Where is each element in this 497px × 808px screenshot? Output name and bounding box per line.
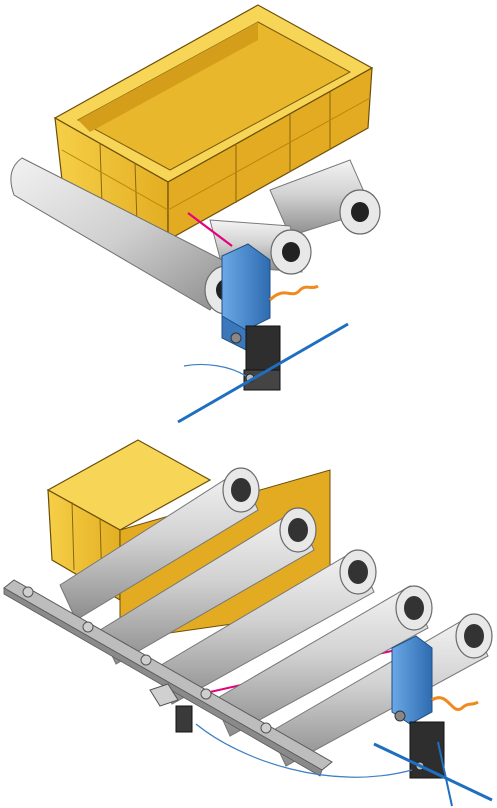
yellow-crate — [53, 4, 374, 242]
cable — [183, 363, 247, 377]
top-scene — [10, 4, 381, 424]
bolt-icon — [140, 654, 152, 666]
bottom-scene — [3, 439, 493, 807]
conveyor-roller — [59, 467, 260, 621]
cable — [195, 723, 413, 778]
mounting-rod — [177, 322, 349, 424]
conveyor-roller — [213, 585, 433, 737]
bolt-icon — [200, 688, 212, 700]
reflector-beam — [187, 212, 233, 247]
bolt-icon — [260, 722, 272, 734]
sensor-bracket — [175, 705, 193, 733]
conveyor-roller — [209, 219, 312, 275]
conveyor-roller — [269, 159, 381, 237]
mounting-rod — [437, 741, 453, 807]
bolt-icon — [82, 621, 94, 633]
bolt-icon — [22, 586, 34, 598]
conveyor-roller — [155, 549, 377, 705]
conveyor-roller — [269, 613, 493, 767]
sensor-lens-icon — [394, 710, 406, 722]
conveyor-roller — [99, 507, 317, 665]
cable — [431, 696, 479, 712]
cable — [268, 284, 319, 302]
mounting-rod — [373, 742, 493, 802]
photoelectric-sensor — [221, 243, 281, 391]
side-frame-rail — [3, 579, 333, 777]
sensor-lens-icon — [230, 332, 242, 344]
